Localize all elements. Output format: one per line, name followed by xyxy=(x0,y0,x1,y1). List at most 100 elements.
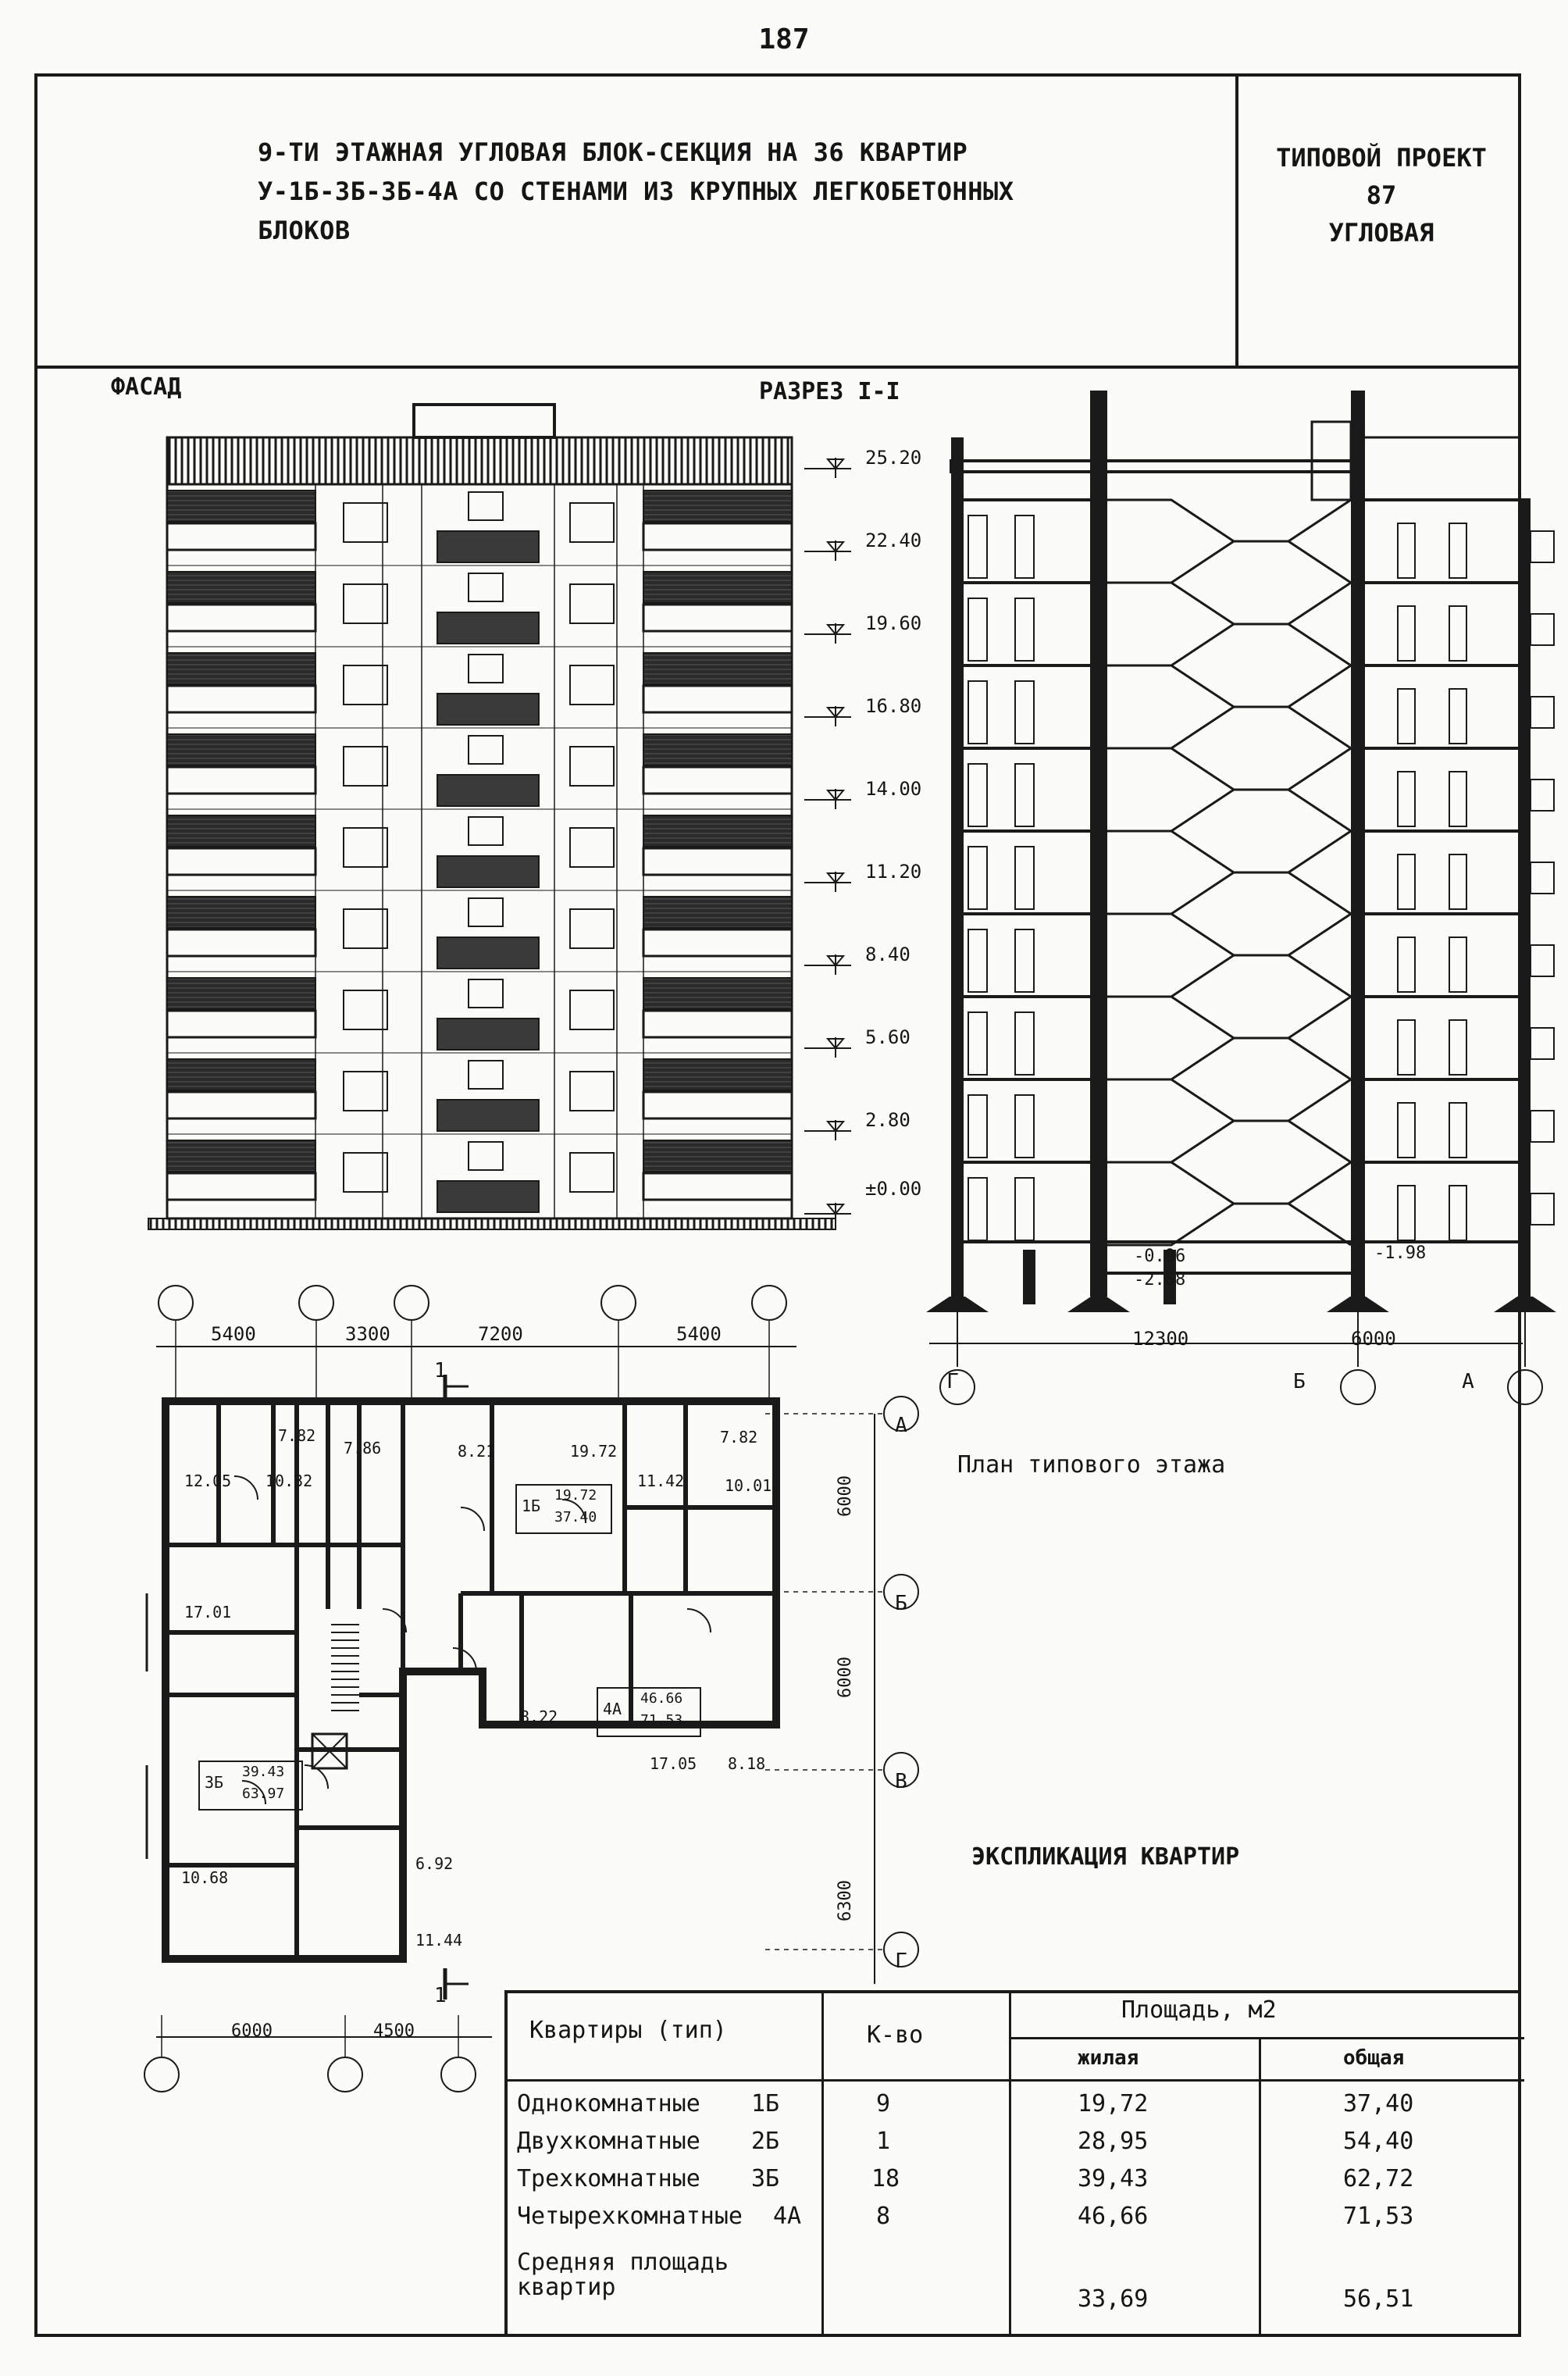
axis-bubble xyxy=(883,1932,919,1968)
section-door xyxy=(1397,854,1416,910)
avg-total: 56,51 xyxy=(1343,2285,1414,2313)
vent-block xyxy=(1310,420,1352,501)
foundation xyxy=(1067,1297,1130,1312)
section-door xyxy=(1014,515,1035,579)
room-area: 7.82 xyxy=(278,1426,316,1445)
facade-balcony xyxy=(642,1090,793,1120)
apt-living: 39.43 xyxy=(242,1764,285,1780)
plan-dim-bottom: 4500 xyxy=(373,2021,415,2041)
title-line-3: БЛОКОВ xyxy=(258,216,351,245)
facade-window xyxy=(468,1141,504,1171)
facade-stair-balcony xyxy=(437,1099,540,1132)
facade-window xyxy=(166,490,316,523)
col-header-living: жилая xyxy=(1078,2046,1139,2070)
door-swing xyxy=(686,1608,711,1633)
axis-bubble xyxy=(1507,1369,1543,1405)
facade-window xyxy=(643,977,793,1010)
apartment-tag-4a: 4А 46.66 71.53 xyxy=(597,1687,701,1737)
facade-window xyxy=(468,1060,504,1090)
elevator-shaft xyxy=(311,1732,348,1770)
apt-type: 3Б xyxy=(205,1773,224,1792)
facade-balcony xyxy=(166,928,317,958)
level-label: 5.60 xyxy=(865,1026,911,1048)
facade-window xyxy=(468,897,504,927)
stair-flight xyxy=(1107,1078,1352,1122)
section-wall xyxy=(1520,500,1531,1297)
facade-stair-balcony xyxy=(437,530,540,563)
col-header-type: Квартиры (тип) xyxy=(529,2017,727,2044)
roof-slab xyxy=(950,459,1359,473)
facade-balcony xyxy=(642,1172,793,1201)
stair-flight xyxy=(1107,747,1352,791)
axis-bubble xyxy=(751,1285,787,1321)
door-swing xyxy=(460,1507,485,1532)
room-area: 10.68 xyxy=(181,1868,229,1887)
row-count: 18 xyxy=(871,2165,900,2192)
row-living: 19,72 xyxy=(1078,2090,1149,2117)
stair-flight xyxy=(1107,871,1235,915)
facade-window xyxy=(166,1058,316,1091)
section-dim: 6000 xyxy=(1351,1328,1396,1350)
section-balcony xyxy=(1530,1027,1555,1060)
room-area: 17.05 xyxy=(650,1754,697,1773)
cut-mark-top: 1 xyxy=(434,1359,447,1382)
row-count: 9 xyxy=(876,2090,891,2117)
stair-flight xyxy=(1107,912,1352,957)
facade-window xyxy=(343,1071,388,1111)
facade-balcony xyxy=(642,684,793,714)
facade-stair-balcony xyxy=(437,855,540,888)
explication-table: Квартиры (тип) К-во Площадь, м2 жилая об… xyxy=(504,1990,1524,2337)
row-living: 28,95 xyxy=(1078,2128,1149,2155)
plan-dim-side: 6300 xyxy=(836,1880,855,1921)
section-wall xyxy=(1090,391,1107,1297)
facade-window xyxy=(643,490,793,523)
axis-bubble xyxy=(298,1285,334,1321)
facade-window xyxy=(643,1140,793,1172)
facade-drawing xyxy=(148,403,851,1230)
facade-window xyxy=(643,571,793,604)
facade-balcony xyxy=(642,847,793,876)
foundation xyxy=(926,1297,989,1312)
facade-window xyxy=(643,815,793,847)
facade-stair-balcony xyxy=(437,774,540,807)
explication-heading: ЭКСПЛИКАЦИЯ КВАРТИР xyxy=(971,1843,1240,1871)
row-type: 4А xyxy=(773,2203,802,2230)
plan-dim-top: 7200 xyxy=(478,1323,523,1345)
section-door xyxy=(1397,605,1416,662)
row-type: 2Б xyxy=(751,2128,780,2155)
facade-balcony xyxy=(166,603,317,633)
section-door xyxy=(968,929,988,993)
cut-mark-bottom: 1 xyxy=(434,1984,447,2007)
room-area: 11.44 xyxy=(415,1931,463,1950)
facade-balcony xyxy=(166,684,317,714)
facade-window xyxy=(643,733,793,766)
stair-flight xyxy=(1107,829,1352,874)
col-header-total: общая xyxy=(1343,2046,1405,2070)
section-door xyxy=(1449,1185,1467,1241)
facade-window xyxy=(569,1152,615,1193)
row-name: Двухкомнатные xyxy=(517,2128,700,2155)
section-axis: Б xyxy=(1293,1370,1306,1393)
section-door xyxy=(1014,929,1035,993)
section-door xyxy=(1014,680,1035,744)
facade-stair-balcony xyxy=(437,1018,540,1051)
facade-window xyxy=(166,652,316,685)
section-door xyxy=(968,680,988,744)
axis-bubble xyxy=(883,1574,919,1610)
facade-window xyxy=(343,908,388,949)
plan-dim-side: 6000 xyxy=(836,1475,855,1517)
plan-axis: А xyxy=(895,1414,907,1437)
section-door xyxy=(1449,1102,1467,1158)
axis-bubble xyxy=(144,2057,180,2092)
room-area: 8.21 xyxy=(458,1442,496,1461)
facade-window xyxy=(166,896,316,929)
axis-bubble xyxy=(1340,1369,1376,1405)
foundation xyxy=(1327,1297,1389,1312)
section-balcony xyxy=(1530,1110,1555,1143)
stair-flight xyxy=(1107,995,1352,1040)
level-label: ±0.00 xyxy=(865,1178,922,1200)
project-stamp: ТИПОВОЙ ПРОЕКТ 87 УГЛОВАЯ xyxy=(1242,139,1521,252)
section-door xyxy=(1014,598,1035,662)
axis-bubble xyxy=(394,1285,429,1321)
plan-dim-top: 5400 xyxy=(676,1323,722,1345)
